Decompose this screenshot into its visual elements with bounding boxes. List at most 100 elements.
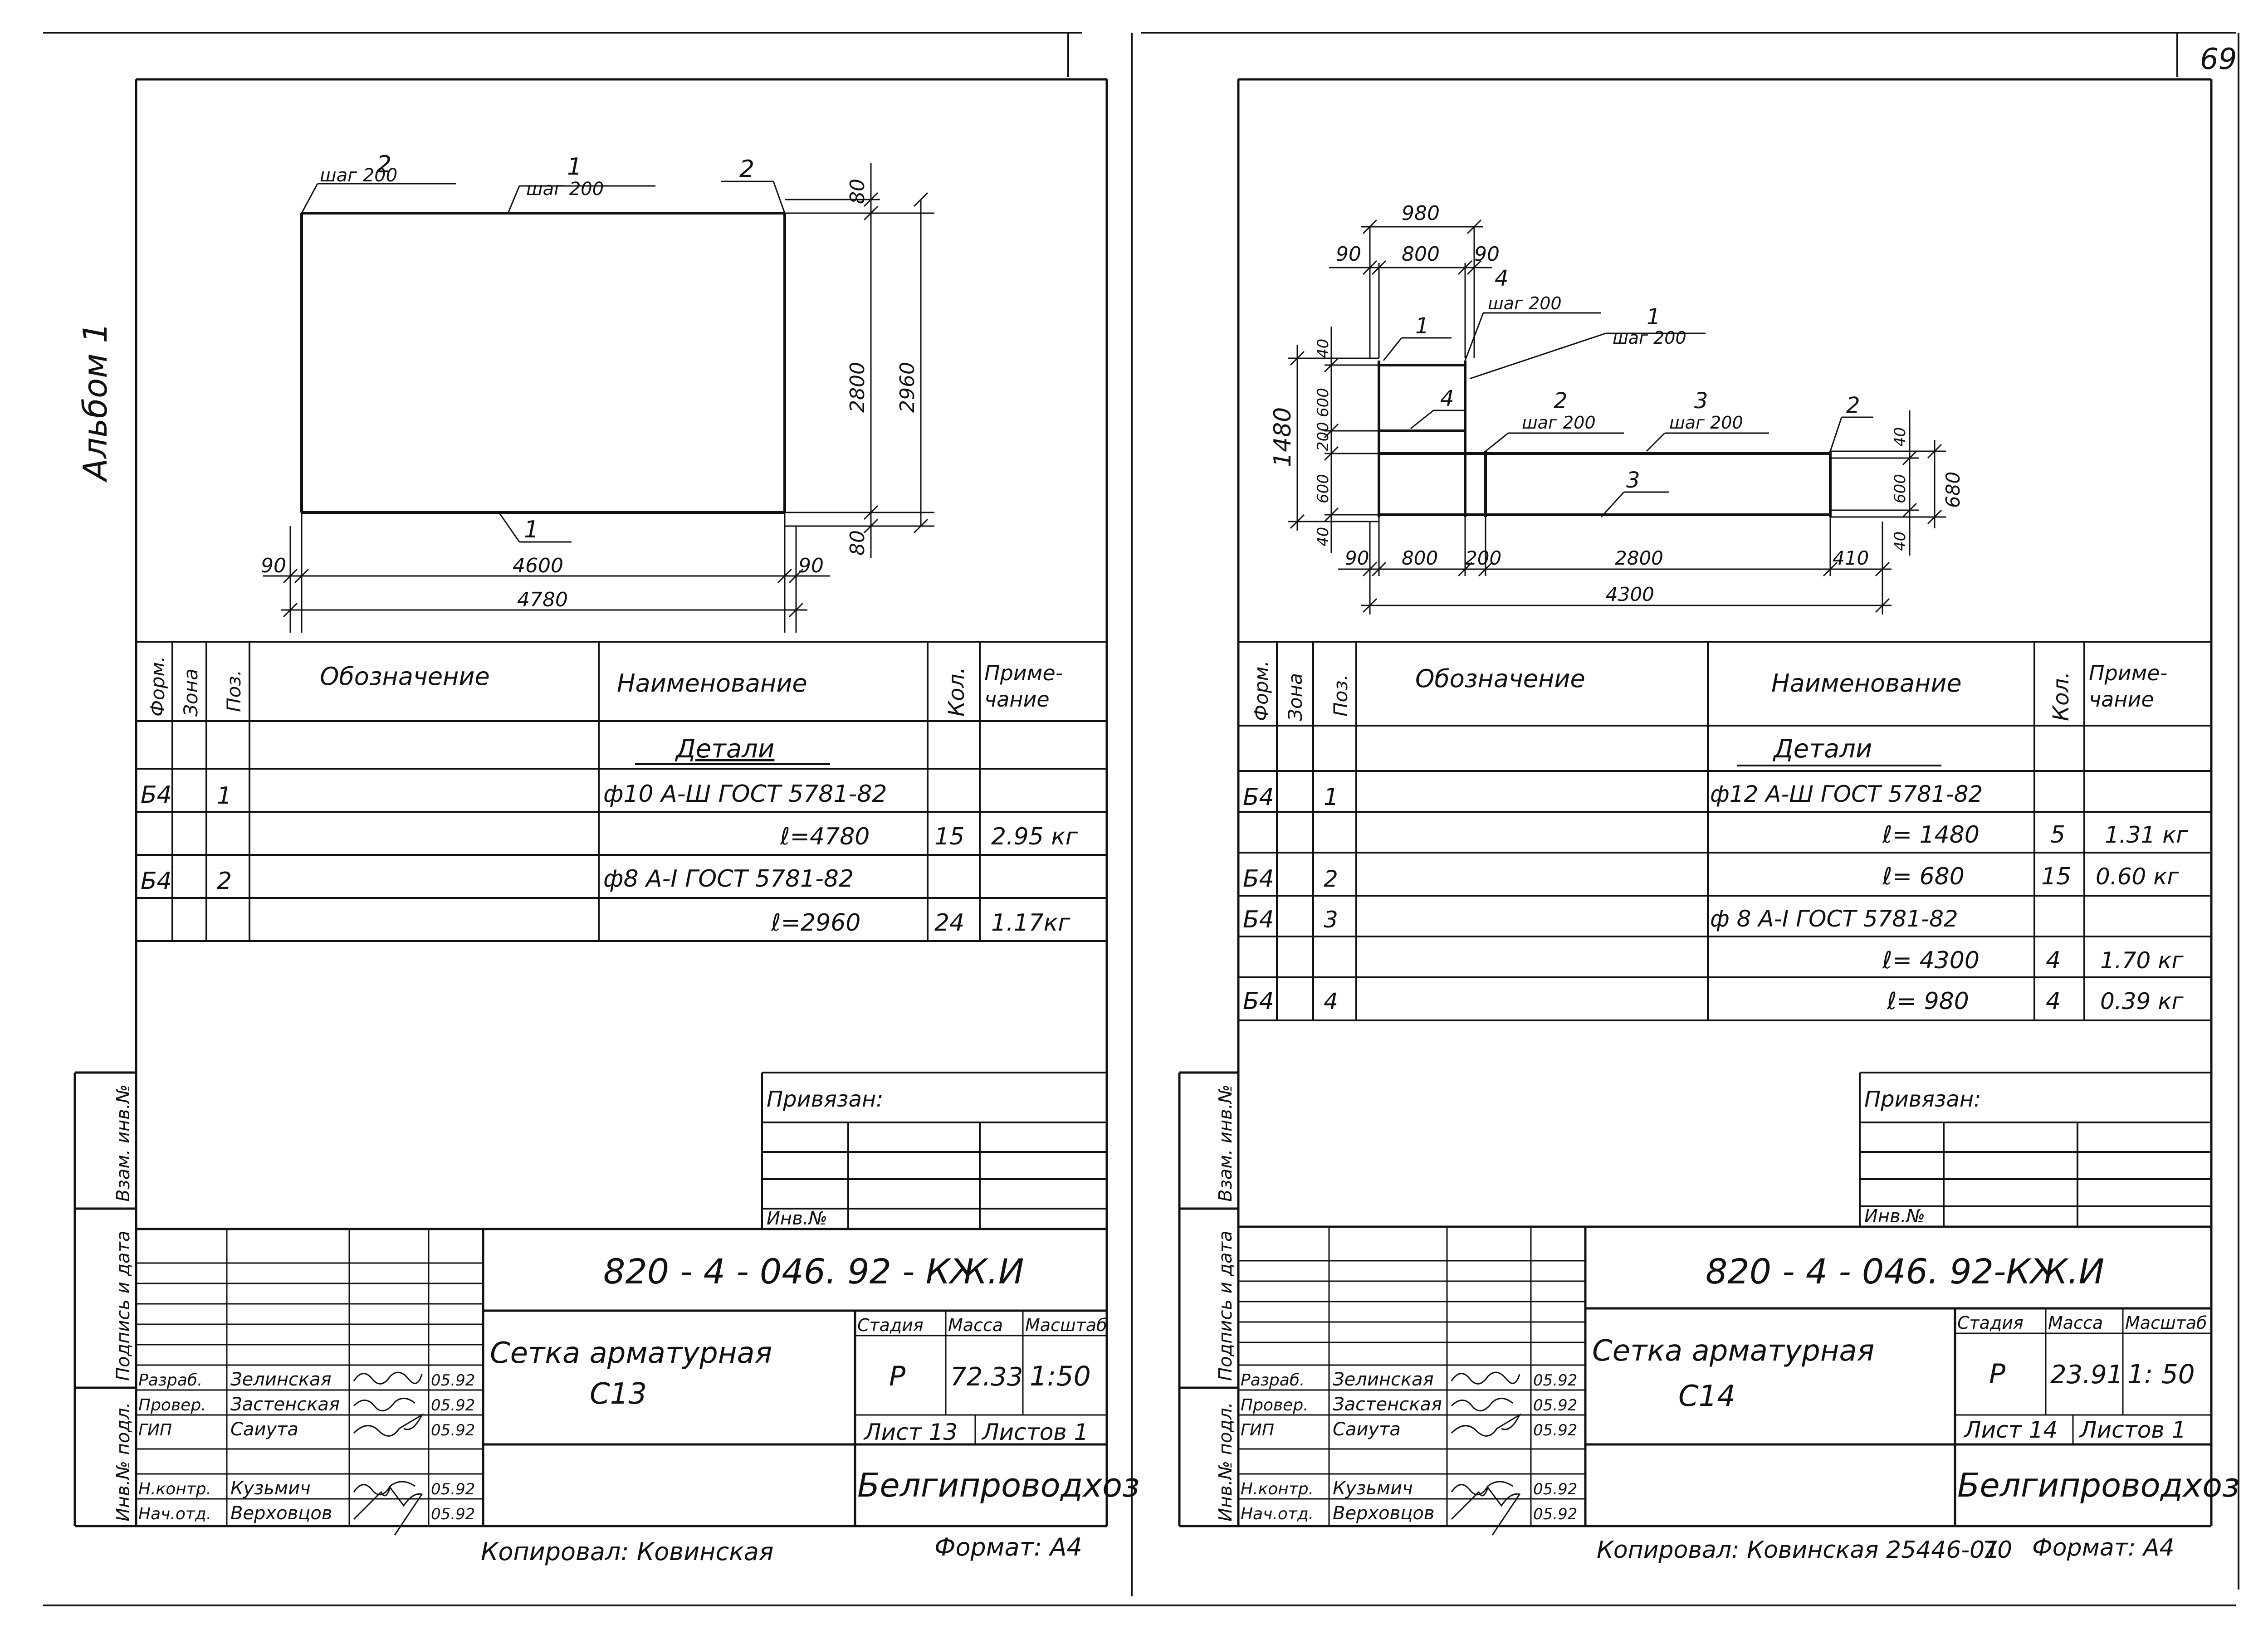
spec-section-r: Детали [1772,734,1872,764]
privyazan-block-right: Привязан: Инв.№ [1859,1072,2211,1228]
spec-row3-name: ф8 A-I ГОСТ 5781-82 [603,865,854,893]
name-prover-r: Застенская [1333,1394,1442,1415]
dim-90c: 90 [1345,547,1369,569]
spec-r-row2-note: 1.31 кг [2105,822,2188,848]
dim-4600: 4600 [513,554,563,577]
h-stage: Стадия [857,1315,924,1335]
label-3-bottom: 3 [1626,468,1640,493]
spec-r-row6-qty: 4 [2046,988,2061,1015]
side-label-podpis-r: Подпись и дата [1215,1231,1236,1381]
date-gip-r: 05.92 [1533,1421,1577,1439]
label-pos2-top-right: 2 [739,156,754,183]
spec-r-row5-note: 1.70 кг [2100,947,2184,974]
spec-r-row6-format: Б4 [1243,988,1274,1015]
dim-90b: 90 [1474,243,1500,266]
dim-2800: 2800 [846,362,869,413]
sheet-value: Лист 13 [863,1419,958,1445]
doc-title-line2-r: С14 [1678,1380,1735,1413]
spec-row3-pos: 2 [217,868,232,895]
spec-h-zone: Зона [180,668,202,717]
date-nkontr-r: 05.92 [1533,1480,1577,1498]
spec-h-designation-r: Обозначение [1415,664,1585,693]
spec-r-row4-format: Б4 [1243,906,1274,933]
role-gip: ГИП [138,1421,172,1439]
spec-h-format: Форм. [147,656,169,717]
label-4-mid: 4 [1440,386,1454,411]
privyazan-label: Привязан: [767,1087,883,1112]
name-prover: Застенская [230,1394,340,1415]
spec-r-row1-name: ф12 A-Ш ГОСТ 5781-82 [1710,781,1983,807]
dim-80-top: 80 [846,179,869,204]
date-gip: 05.92 [431,1421,475,1439]
dim-410: 410 [1833,547,1869,569]
scale-value-r: 1: 50 [2127,1359,2195,1390]
h-mass-r: Масса [2048,1313,2103,1333]
mesh-c14-drawing: 980 90 800 90 4 шаг 200 1 1 шаг 200 4 2 … [1269,202,1964,615]
spec-row2-note: 2.95 кг [991,823,1078,850]
dim-1480: 1480 [1269,407,1296,467]
dim-2800-r: 2800 [1615,547,1663,569]
spec-h-designation: Обозначение [320,662,490,691]
spec-h-note-r-line1: Приме- [2089,661,2167,685]
footer-format: Формат: А4 [934,1533,1082,1561]
spec-r-row2-name: ℓ= 1480 [1882,821,1980,849]
dim-980: 980 [1402,202,1440,225]
name-nachotd: Верховцов [230,1503,332,1524]
signatures-right [1451,1371,1521,1536]
role-razrab-r: Разраб. [1241,1371,1305,1390]
mass-value-r: 23.91 [2050,1360,2123,1390]
spec-r-row3-pos: 2 [1324,866,1338,892]
spec-r-row3-format: Б4 [1243,865,1274,893]
spec-table-left: Форм. Зона Поз. Обозначение Наименование… [136,641,1107,942]
label-3-mid: 3 [1694,388,1708,414]
label-2-right: 2 [1846,393,1860,418]
left-sheet: Взам. инв.№ Подпись и дата Инв.№ подл. [73,78,1139,1566]
dim-2960: 2960 [896,362,919,413]
spec-r-row6-name: ℓ= 980 [1887,988,1969,1015]
spec-row3-format: Б4 [141,868,172,895]
side-label-vzam-r: Взам. инв.№ [1215,1084,1236,1202]
role-razrab: Разраб. [138,1371,202,1390]
dim-800b: 800 [1402,547,1438,569]
role-gip-r: ГИП [1241,1421,1274,1439]
dim-600-r: 600 [1891,474,1909,503]
sheet-value-r: Лист 14 [1963,1417,2058,1443]
right-sheet: Взам. инв.№ Подпись и дата Инв.№ подл. [1178,78,2239,1564]
mass-value: 72.33 [950,1362,1023,1392]
doc-title-line1: Сетка арматурная [490,1336,772,1370]
dim-600-l2: 600 [1314,474,1332,503]
spec-r-row2-qty: 5 [2050,821,2065,849]
spec-r-row5-qty: 4 [2046,947,2061,974]
label-step-1: шаг 200 [1613,328,1686,348]
spec-row1-format: Б4 [141,781,172,809]
spec-r-row3-qty: 15 [2041,863,2071,890]
album-label: Альбом 1 [76,322,114,483]
privyazan-label-r: Привязан: [1864,1087,1981,1112]
date-razrab: 05.92 [431,1371,475,1390]
org-name: Белгипроводхоз [857,1466,1139,1504]
label-4-top: 4 [1495,266,1509,291]
side-label-inv-podl: Инв.№ подл. [113,1402,134,1522]
stage-value: Р [889,1361,906,1392]
h-scale-r: Масштаб [2125,1313,2207,1333]
spec-section: Детали [675,734,774,764]
side-label-vzam: Взам. инв.№ [113,1084,134,1202]
spec-h-qty: Кол. [944,667,969,717]
privyazan-block-left: Привязан: Инв.№ [761,1072,1107,1230]
name-gip-r: Саиута [1333,1419,1401,1440]
spec-h-name: Наименование [617,669,807,697]
name-razrab: Зелинская [230,1369,332,1390]
doc-title-line2: С13 [590,1377,647,1411]
name-nkontr: Кузьмич [230,1478,311,1499]
label-step-3: шаг 200 [1669,413,1743,433]
spec-h-pos: Поз. [223,670,245,712]
spec-row2-qty: 15 [934,823,964,850]
footer-copied: Копировал: Ковинская [481,1537,773,1566]
spec-r-row5-name: ℓ= 4300 [1882,947,1980,974]
title-block-left: 820 - 4 - 046. 92 - КЖ.И Сетка арматурна… [136,1228,1139,1536]
label-step-top-left: шаг 200 [320,165,397,186]
spec-h-name-r: Наименование [1771,669,1962,697]
date-razrab-r: 05.92 [1533,1371,1577,1390]
label-2-mid: 2 [1554,388,1568,414]
